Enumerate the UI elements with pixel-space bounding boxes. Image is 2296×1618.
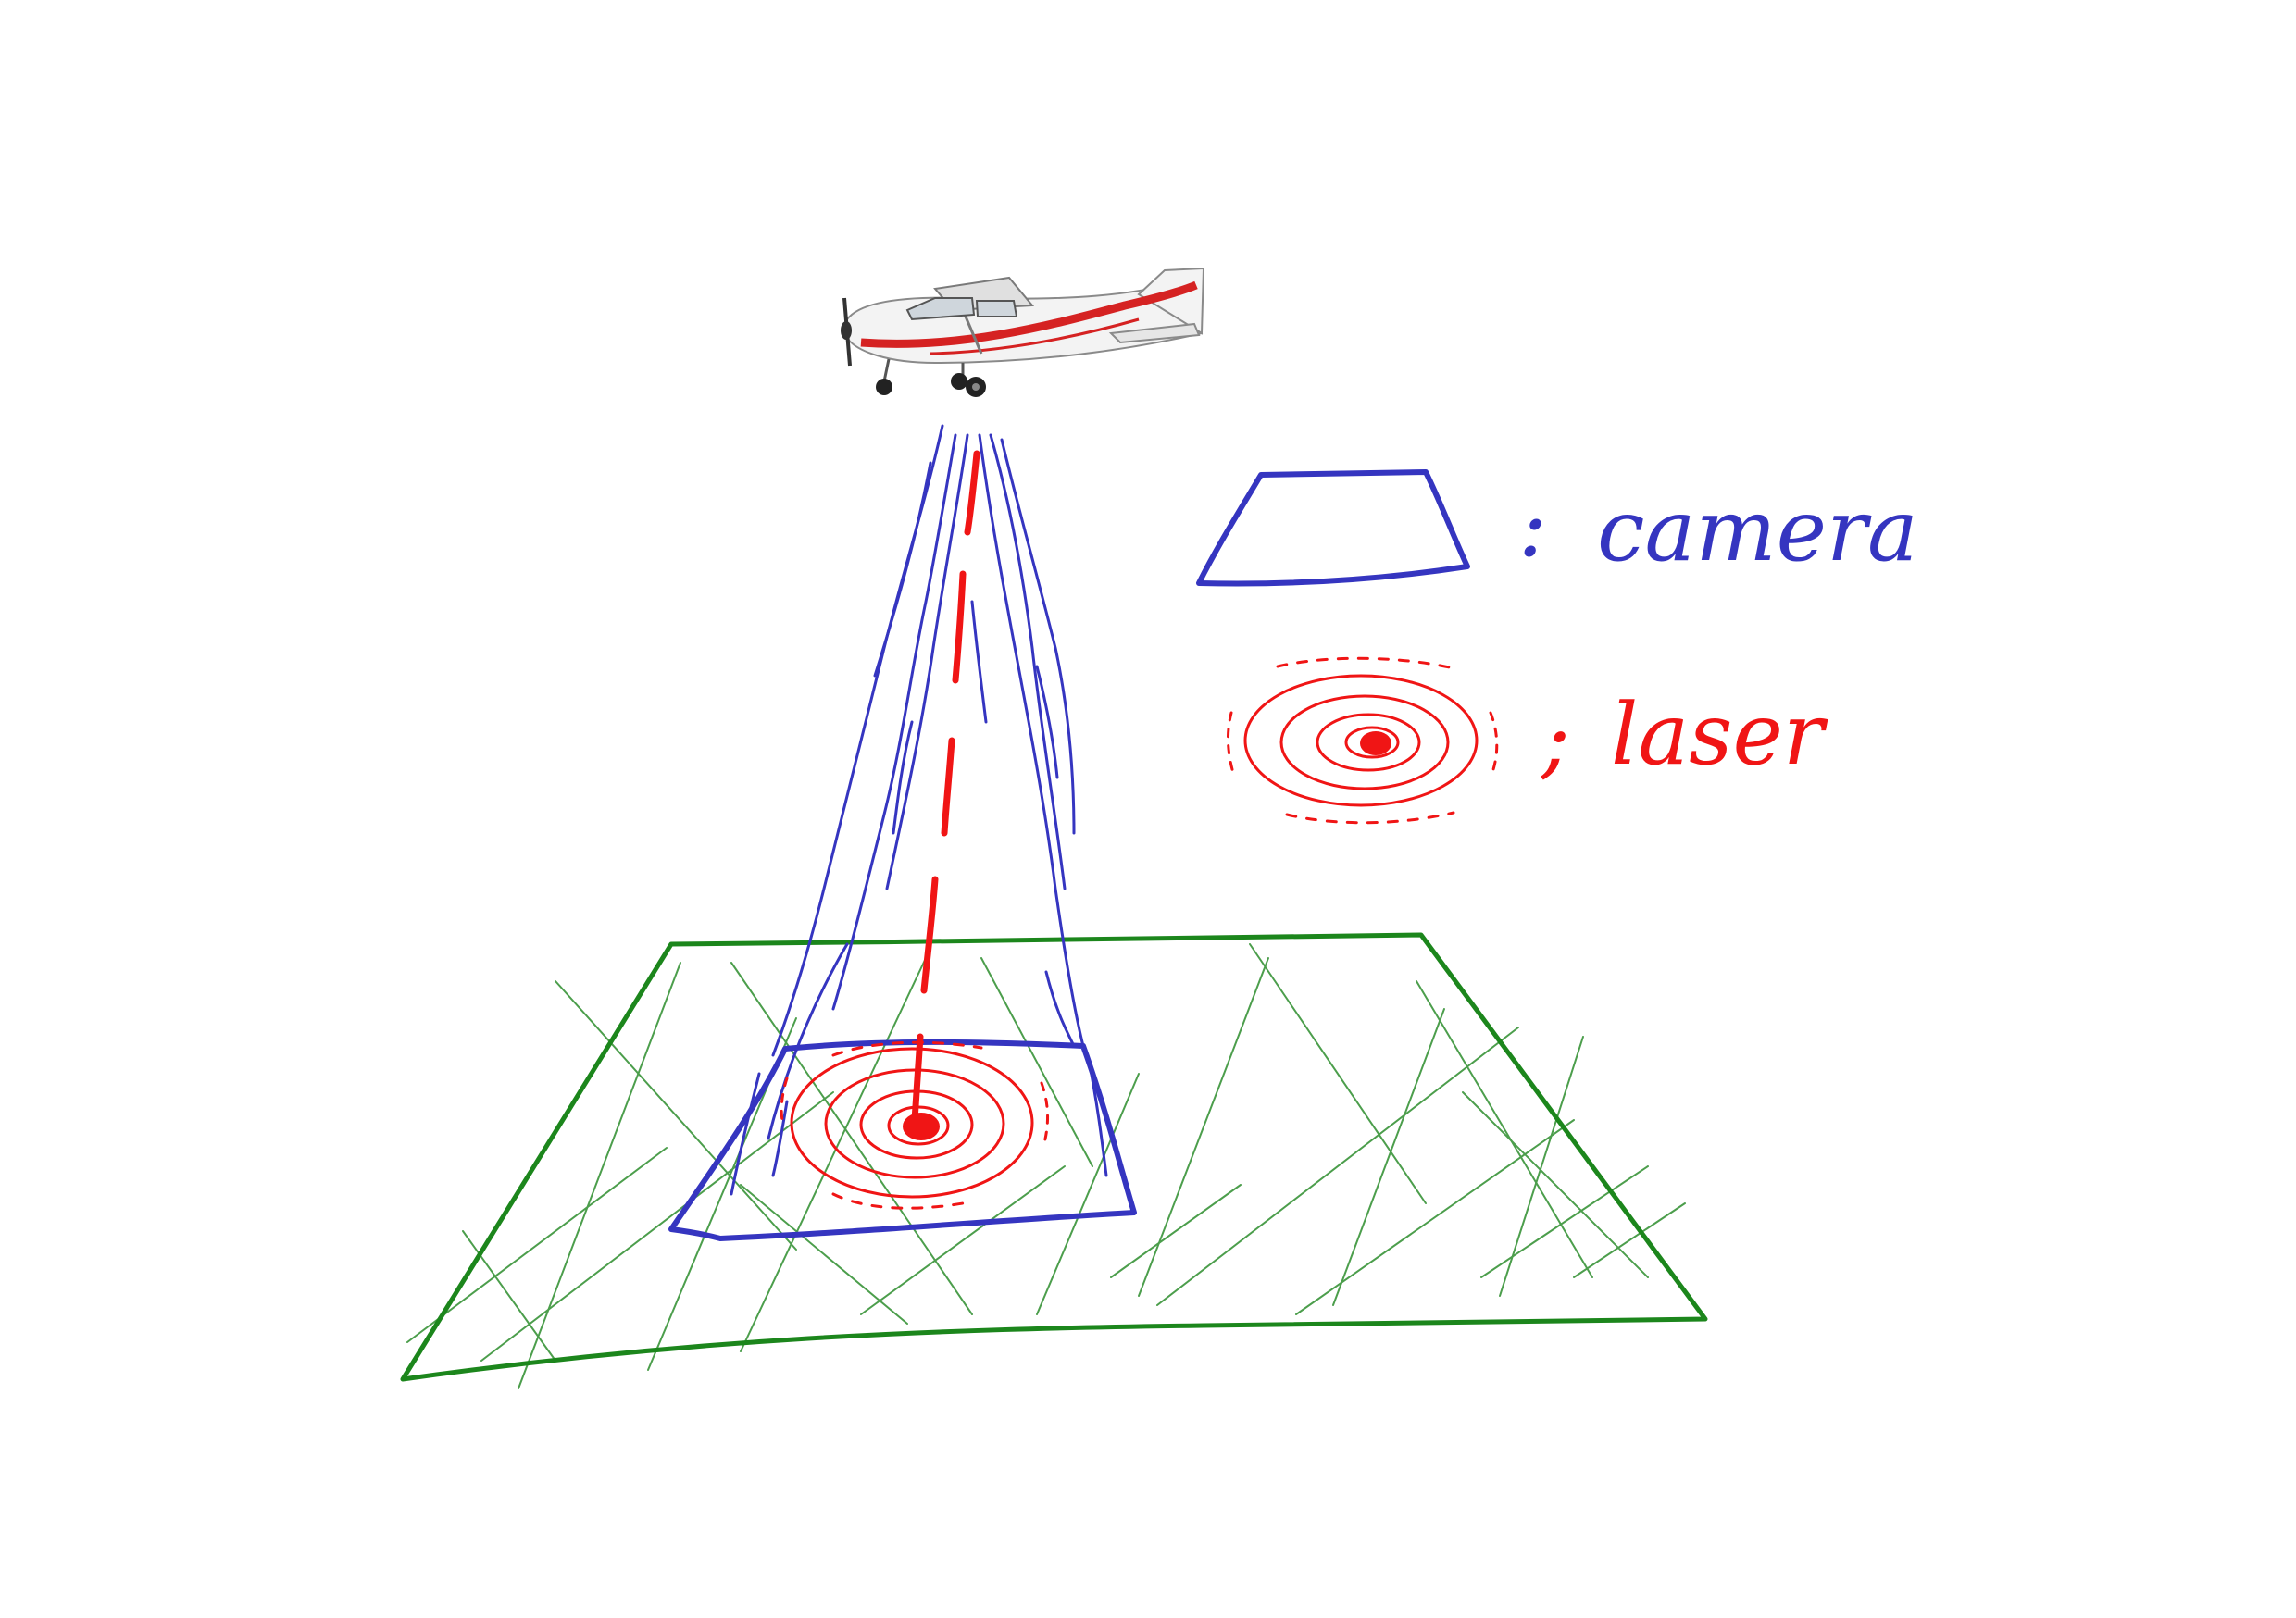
laser-legend-label: laser bbox=[1611, 685, 1828, 784]
laser-spiral-icon bbox=[1228, 658, 1496, 823]
camera-frame-icon bbox=[1199, 472, 1467, 583]
airplane-icon bbox=[841, 268, 1204, 397]
laser-footprint bbox=[781, 1042, 1047, 1208]
legend: : camera ; laser bbox=[1199, 472, 1918, 823]
camera-legend-label: camera bbox=[1597, 481, 1918, 580]
laser-legend-separator: ; bbox=[1540, 690, 1570, 789]
camera-legend-separator: : bbox=[1518, 477, 1547, 576]
laser-spot bbox=[903, 1113, 940, 1140]
laser-beam bbox=[915, 454, 977, 1120]
